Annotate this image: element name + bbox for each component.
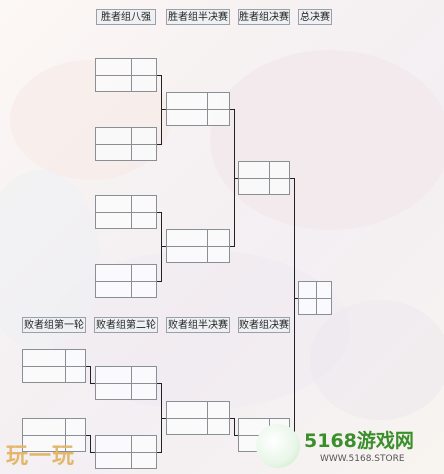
connector-line (90, 366, 91, 383)
winners-r8-match-4[interactable] (95, 264, 157, 298)
winners-semi-match-2[interactable] (166, 229, 230, 263)
header-winners-r8: 胜者组八强 (96, 9, 156, 25)
connector-line (90, 452, 95, 453)
losers-r2-match-2[interactable] (95, 435, 157, 469)
connector-line (294, 178, 295, 435)
connector-line (230, 246, 234, 247)
connector-line (161, 246, 166, 247)
header-losers-semi: 败者组半决赛 (166, 317, 230, 333)
connector-line (157, 212, 161, 213)
connector-line (234, 178, 238, 179)
connector-line (161, 109, 166, 110)
connector-line (90, 383, 95, 384)
winners-r8-match-2[interactable] (95, 127, 157, 161)
connector-line (161, 418, 166, 419)
header-grand-final: 总决赛 (298, 9, 332, 25)
header-winners-final: 胜者组决赛 (238, 9, 290, 25)
connector-line (86, 435, 90, 436)
connector-line (294, 298, 298, 299)
losers-r1-match-1[interactable] (22, 349, 86, 383)
losers-semi-match[interactable] (166, 401, 230, 435)
connector-line (157, 75, 161, 76)
brand-name: 5168游戏网 (304, 430, 414, 452)
connector-line (234, 435, 238, 436)
winners-semi-match-1[interactable] (166, 92, 230, 126)
header-winners-semi: 胜者组半决赛 (166, 9, 230, 25)
connector-line (86, 366, 90, 367)
brand-url: WWW.5168.STORE (320, 454, 405, 464)
brand-logo-icon (256, 424, 300, 468)
connector-line (157, 452, 161, 453)
connector-line (157, 281, 161, 282)
header-losers-r2: 败者组第二轮 (94, 317, 158, 333)
connector-line (230, 109, 234, 110)
connector-line (230, 418, 234, 419)
header-losers-final: 败者组决赛 (238, 317, 290, 333)
connector-line (161, 75, 162, 145)
winners-final-match[interactable] (238, 161, 290, 195)
connector-line (290, 178, 294, 179)
connector-line (157, 144, 161, 145)
losers-r1-match-2[interactable] (22, 418, 86, 452)
connector-line (90, 435, 91, 452)
losers-r2-match-1[interactable] (95, 366, 157, 400)
connector-line (234, 418, 235, 435)
watermark-left-logo: 玩一玩 (6, 444, 76, 469)
connector-line (161, 212, 162, 282)
winners-r8-match-3[interactable] (95, 195, 157, 229)
watermark-brand-logo: 5168游戏网 WWW.5168.STORE (254, 418, 444, 474)
winners-r8-match-1[interactable] (95, 58, 157, 92)
connector-line (157, 383, 161, 384)
grand-final-match[interactable] (298, 281, 332, 315)
header-losers-r1: 败者组第一轮 (22, 317, 86, 333)
